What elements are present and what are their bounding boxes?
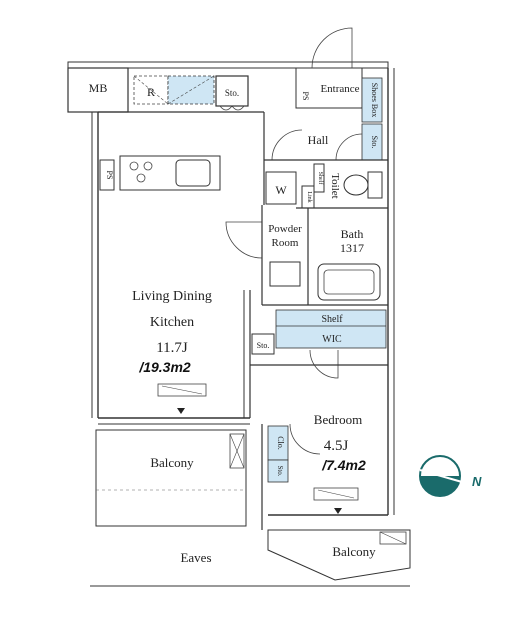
bath-label: Bath bbox=[341, 227, 364, 241]
balcony-right-area bbox=[267, 529, 411, 581]
bedroom-door bbox=[289, 423, 321, 455]
hall-label: Hall bbox=[308, 133, 329, 147]
sto-top-label: Sto. bbox=[225, 88, 239, 98]
ps-left-box bbox=[99, 159, 115, 191]
burner-3 bbox=[136, 173, 146, 183]
sto-wic-box bbox=[251, 333, 275, 355]
eaves-label: Eaves bbox=[180, 550, 211, 565]
bathtub bbox=[317, 263, 381, 301]
w-label: W bbox=[275, 183, 287, 197]
shelf-toilet-box bbox=[313, 163, 325, 193]
entrance-door bbox=[311, 27, 353, 69]
living-label-2: Kitchen bbox=[150, 315, 194, 330]
bedroom-label: Bedroom bbox=[314, 412, 362, 427]
shelf-wic-label: Shelf bbox=[321, 314, 343, 325]
north-compass: N bbox=[419, 455, 482, 497]
burner-1 bbox=[129, 161, 139, 171]
bedroom-m2: /7.4m2 bbox=[321, 457, 366, 473]
living-label-1: Living Dining bbox=[132, 289, 212, 304]
bedroom-arrow bbox=[334, 508, 342, 514]
wic-label: WIC bbox=[322, 334, 342, 345]
balcony-left-area bbox=[95, 429, 247, 527]
bath-size: 1317 bbox=[340, 241, 364, 255]
shoes-box-label: Shoes Box bbox=[370, 83, 379, 117]
powder-label-2: Room bbox=[272, 237, 299, 249]
link-label: Link bbox=[306, 191, 312, 202]
shelf-toilet-label: Shelf bbox=[317, 172, 324, 185]
sto-hall-label: Sto. bbox=[370, 136, 379, 149]
washbasin bbox=[269, 261, 301, 287]
entrance-label: Entrance bbox=[320, 83, 359, 95]
living-m2: /19.3m2 bbox=[138, 359, 191, 375]
hall-door bbox=[271, 129, 303, 161]
clo-label: Clo. bbox=[276, 436, 285, 450]
ps-left-label: PS bbox=[105, 171, 114, 180]
sto-top-box bbox=[215, 75, 249, 107]
outer-walls bbox=[67, 61, 395, 515]
wic-door bbox=[309, 349, 339, 379]
living-size: 11.7J bbox=[156, 340, 188, 356]
hall-door-2 bbox=[335, 133, 363, 161]
powder-label-1: Powder bbox=[268, 223, 302, 235]
burner-2 bbox=[143, 161, 153, 171]
mb-label: MB bbox=[89, 81, 108, 95]
r-label: R bbox=[147, 85, 155, 99]
sto-wic-label: Sto. bbox=[257, 341, 270, 350]
balcony-left-label: Balcony bbox=[150, 455, 194, 470]
toilet-label: Toilet bbox=[329, 173, 341, 199]
compass-label: N bbox=[472, 474, 482, 489]
washer-box bbox=[265, 171, 297, 205]
shoes-box bbox=[361, 77, 383, 123]
ps-entrance-label: PS bbox=[301, 92, 310, 101]
sto-top-doors bbox=[219, 105, 245, 111]
toilet-bowl bbox=[343, 174, 369, 196]
sto-bed-label: Sto. bbox=[276, 465, 284, 476]
balcony-right-label: Balcony bbox=[332, 544, 376, 559]
powder-door bbox=[225, 221, 263, 259]
sink bbox=[175, 159, 211, 187]
wic-storage bbox=[275, 309, 387, 349]
bedroom-size: 4.5J bbox=[324, 438, 349, 454]
toilet-tank bbox=[367, 171, 383, 199]
living-arrow bbox=[177, 408, 185, 414]
sto-bed-box bbox=[267, 459, 289, 483]
